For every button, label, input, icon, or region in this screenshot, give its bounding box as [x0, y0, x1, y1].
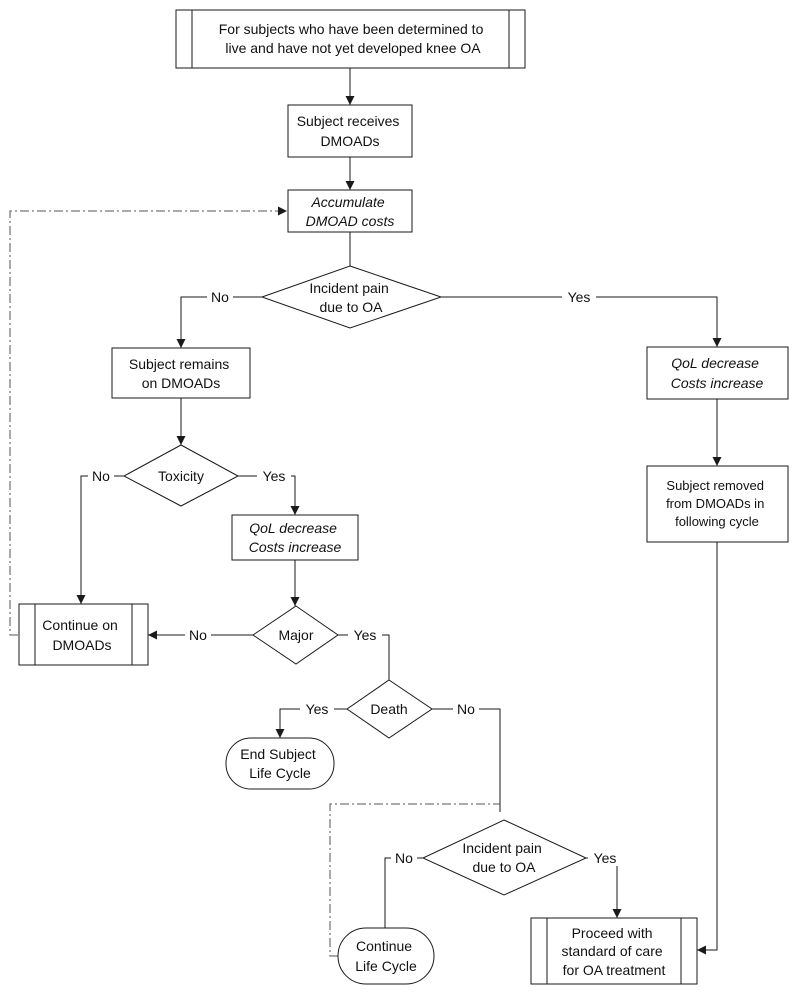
label-toxicity-no: No [92, 468, 110, 484]
pain2-text: Incident pain due to OA [462, 840, 545, 875]
label-pain1-no: No [211, 289, 229, 305]
receives-text: Subject receives DMOADs [297, 113, 404, 149]
node-qol-mid: QoL decrease Costs increase [231, 514, 359, 561]
decision-death: Death [346, 679, 433, 739]
node-start: For subjects who have been determined to… [175, 9, 526, 69]
node-accumulate: Accumulate DMOAD costs [287, 189, 413, 233]
qol-mid-text: QoL decrease Costs increase [249, 520, 342, 555]
continue-dmoads-text: Continue on DMOADs [42, 617, 121, 653]
edge-toxicity-no [76, 475, 124, 604]
qol-right-text: QoL decrease Costs increase [671, 355, 764, 391]
edge-pain2-no [384, 857, 423, 928]
start-text: For subjects who have been determined to… [219, 21, 488, 56]
node-qol-right: QoL decrease Costs increase [646, 346, 789, 400]
end-subject-text: End Subject Life Cycle [240, 746, 319, 781]
label-pain2-no: No [395, 850, 413, 866]
edge-labels: No Yes No Yes No Yes Yes No No Yes [88, 289, 622, 866]
label-death-no: No [457, 701, 475, 717]
decision-pain2: Incident pain due to OA [421, 819, 588, 896]
terminal-continue-life: Continue Life Cycle [337, 927, 435, 985]
death-text: Death [370, 701, 407, 717]
loop-continue-dmoads-to-accumulate [9, 206, 287, 636]
label-pain2-yes: Yes [594, 850, 617, 866]
continue-life-text: Continue Life Cycle [355, 938, 417, 974]
node-remains: Subject remains on DMOADs [111, 347, 251, 399]
terminal-end-subject: End Subject Life Cycle [225, 737, 335, 790]
label-pain1-yes: Yes [568, 289, 591, 305]
edge-pain1-no [176, 296, 262, 348]
label-major-yes: Yes [354, 627, 377, 643]
node-proceed: Proceed with standard of care for OA tre… [530, 917, 698, 985]
proceed-text: Proceed with standard of care for OA tre… [561, 925, 666, 978]
accumulate-text: Accumulate DMOAD costs [306, 194, 395, 229]
label-toxicity-yes: Yes [263, 468, 286, 484]
edge-pain1-yes [441, 296, 722, 347]
edge-removed-to-proceed [697, 542, 718, 955]
node-removed: Subject removed from DMOADs in following… [646, 465, 789, 543]
decision-pain1: Incident pain due to OA [260, 265, 443, 329]
node-receives: Subject receives DMOADs [287, 104, 413, 158]
edge-death-no [432, 708, 501, 812]
pain1-text: Incident pain due to OA [309, 280, 392, 315]
label-major-no: No [189, 627, 207, 643]
remains-text: Subject remains on DMOADs [129, 356, 233, 391]
decision-toxicity: Toxicity [122, 444, 240, 507]
toxicity-text: Toxicity [158, 468, 204, 484]
edge-pain2-yes [586, 857, 622, 918]
removed-text: Subject removed from DMOADs in following… [666, 478, 768, 529]
loop-continue-life-to-pain2 [329, 803, 500, 957]
major-text: Major [278, 627, 313, 643]
decision-major: Major [252, 605, 339, 665]
label-death-yes: Yes [306, 701, 329, 717]
node-continue-dmoads: Continue on DMOADs [18, 603, 149, 666]
